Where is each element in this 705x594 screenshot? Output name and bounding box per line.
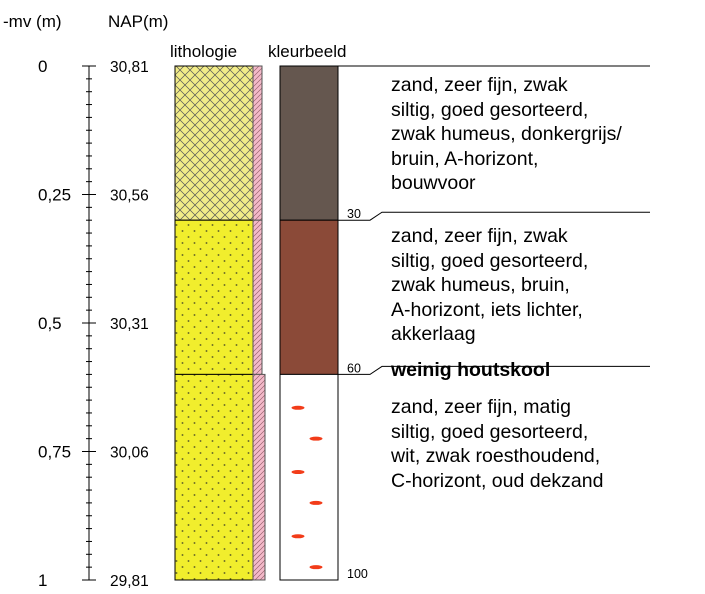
rust-mottle: [309, 565, 323, 570]
depth-tick-label: 0,25: [38, 186, 71, 205]
layer-2-note: weinig houtskool: [391, 359, 551, 381]
depth-tick-label: 0,5: [38, 314, 62, 333]
color-header: kleurbeeld: [268, 42, 346, 61]
color-column: [279, 65, 339, 581]
boundary-depth-label: 30: [347, 207, 361, 221]
rust-mottle: [291, 405, 305, 410]
boundary-leader-2: [338, 365, 650, 375]
lithology-side-strip-3: [252, 373, 266, 581]
rust-mottle: [291, 534, 305, 539]
lithology-layer-1: [174, 65, 254, 221]
boundary-leader-1: [338, 211, 650, 221]
boundary-depth-label: 60: [347, 361, 361, 375]
nap-tick-label: 30,56: [110, 188, 149, 205]
lithology-layer-2: [174, 219, 254, 375]
lithology-layer-3: [174, 373, 254, 581]
nap-tick-label: 30,06: [110, 445, 149, 462]
color-layer-2: [279, 219, 339, 375]
nap-tick-label: 30,81: [110, 59, 149, 76]
boundary-depth-label: 100: [347, 567, 368, 581]
rust-mottle: [309, 500, 323, 505]
nap-tick-label: 30,31: [110, 316, 149, 333]
depth-axis-ticks: 0 30,81 0,25 30,56 0,5 30,31 0,75 30,06 1 29,81: [38, 57, 149, 590]
color-layer-1: [279, 65, 339, 221]
boundary-markers: 30 60 100: [338, 65, 650, 581]
depth-tick-label: 0: [38, 57, 47, 76]
layer-2-description: zand, zeer fijn, zwak siltig, goed gesor…: [391, 225, 589, 345]
layer-3-description: zand, zeer fijn, matig siltig, goed geso…: [391, 396, 604, 492]
lithology-side-strip-2: [252, 219, 263, 375]
depth-tick-label: 1: [38, 571, 47, 590]
depth-tick-label: 0,75: [38, 443, 71, 462]
layer-1-description: zand, zeer fijn, zwak siltig, goed gesor…: [391, 74, 622, 194]
rust-mottle: [291, 470, 305, 475]
depth-header: -mv (m): [3, 12, 62, 31]
depth-axis: 0 30,81 0,25 30,56 0,5 30,31 0,75 30,06 1 29,81: [38, 57, 149, 590]
rust-mottle: [309, 436, 323, 441]
lithology-header: lithologie: [170, 42, 237, 61]
lithology-column: [174, 65, 266, 581]
nap-tick-label: 29,81: [110, 573, 149, 590]
nap-header: NAP(m): [108, 12, 168, 31]
color-layer-3: [279, 373, 339, 581]
lithology-side-strip-1: [252, 65, 263, 221]
